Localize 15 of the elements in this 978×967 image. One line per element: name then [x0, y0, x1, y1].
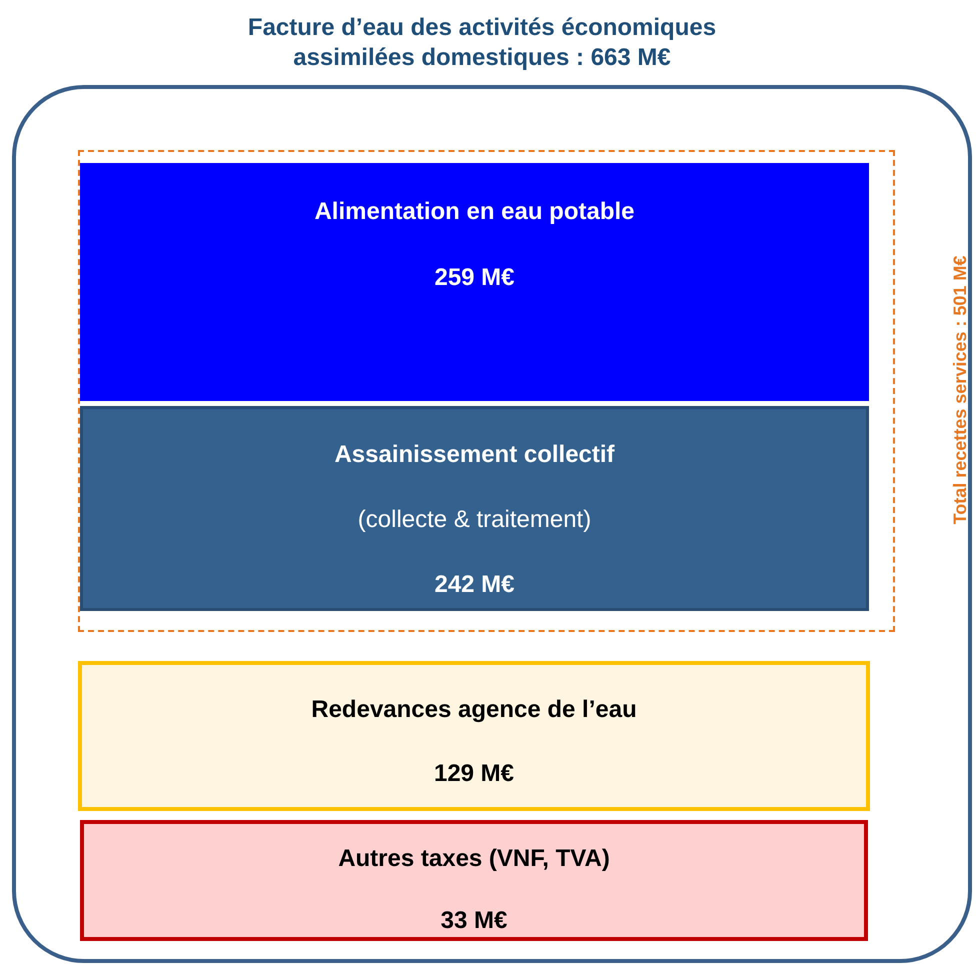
vertical-total-label: Total recettes services : 501 M€: [949, 254, 971, 526]
box-heading: Alimentation en eau potable: [314, 197, 635, 227]
amount-label: 259 M€: [434, 263, 515, 293]
other-taxes-box: [80, 820, 868, 941]
amount-label: 242 M€: [434, 570, 515, 600]
box-heading: Assainissement collectif: [334, 440, 615, 470]
water-supply-box: [80, 163, 869, 401]
box-subtitle: (collecte & traitement): [358, 505, 592, 535]
box-heading: Autres taxes (VNF, TVA): [338, 844, 610, 874]
agency-fees-box: [78, 661, 870, 811]
sanitation-box: [80, 406, 869, 611]
amount-label: 129 M€: [434, 759, 514, 789]
amount-label: 33 M€: [440, 906, 508, 936]
frame-heading: Facture d’eau des activités économiques assimilées domestiques : 663 M€: [246, 13, 718, 73]
box-heading: Redevances agence de l’eau: [311, 695, 637, 725]
